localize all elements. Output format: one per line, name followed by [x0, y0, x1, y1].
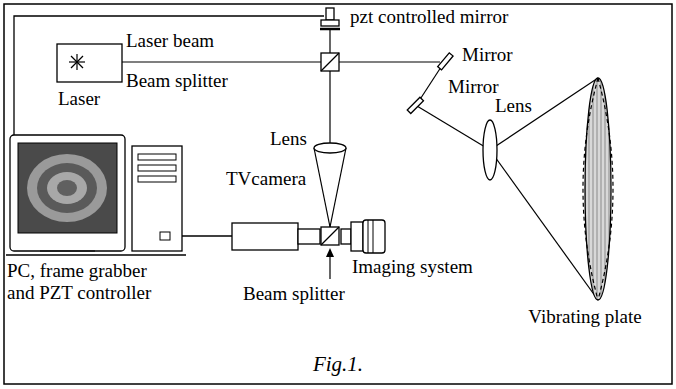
component-label: Mirror — [448, 76, 499, 98]
vibrating-plate — [583, 78, 613, 300]
component-label: Lens — [270, 128, 307, 150]
laser-beams — [122, 30, 598, 300]
camera-cable — [182, 235, 232, 236]
desk-line — [6, 254, 186, 255]
lens-symbol — [483, 120, 497, 180]
component-label: Imaging system — [352, 256, 473, 278]
component-label: TVcamera — [226, 168, 306, 190]
imaging-system — [341, 220, 385, 253]
component-label: Mirror — [462, 44, 513, 66]
figure-caption: Fig.1. — [238, 352, 438, 376]
laser-symbol — [57, 44, 122, 82]
component-label: Beam splitter — [243, 283, 345, 305]
mirror-symbol — [407, 97, 423, 113]
component-label: Vibrating plate — [520, 306, 650, 328]
beam-splitter-cube — [321, 227, 339, 245]
beam-splitter-cube — [321, 53, 339, 71]
pc-tower — [132, 146, 182, 251]
component-label: Laser beam — [126, 30, 214, 52]
pc-monitor — [10, 135, 125, 251]
lens-symbol — [314, 143, 346, 153]
tv-camera — [232, 223, 320, 250]
pointer-arrow — [326, 248, 334, 279]
mirror-symbol — [438, 53, 453, 70]
component-label: Beam splitter — [126, 70, 228, 92]
figure-frame — [4, 4, 672, 384]
component-label: PC, frame grabber and PZT controller — [7, 260, 172, 304]
component-label: pzt controlled mirror — [350, 6, 508, 28]
pzt-mirror — [320, 8, 340, 29]
component-label: Lens — [495, 95, 532, 117]
control-wire — [14, 16, 324, 135]
component-label: Laser — [58, 88, 100, 110]
